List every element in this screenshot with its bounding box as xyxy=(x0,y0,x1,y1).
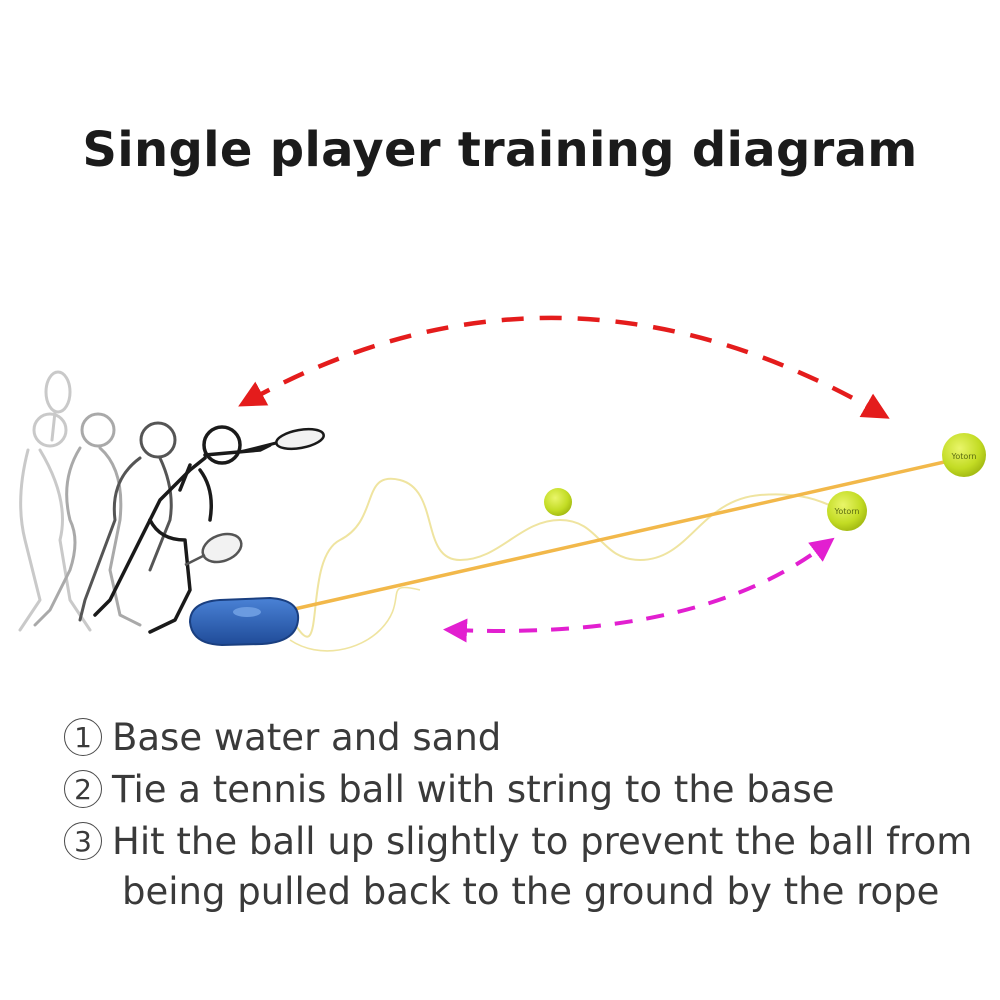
step-1-number: 1 xyxy=(64,718,102,756)
return-arrow-bottom xyxy=(443,537,835,643)
step-3-continuation: being pulled back to the ground by the r… xyxy=(122,870,940,913)
racket-ghost xyxy=(184,532,243,567)
player-ghost-2 xyxy=(33,412,142,627)
step-3-number: 3 xyxy=(64,822,102,860)
training-base xyxy=(188,596,300,647)
step-2-text: Tie a tennis ball with string to the bas… xyxy=(112,768,835,811)
step-1-text: Base water and sand xyxy=(112,716,502,759)
tennis-ball-mid: Yotorn xyxy=(827,491,867,531)
player-ghost-1 xyxy=(18,370,92,632)
svg-text:Yotorn: Yotorn xyxy=(951,452,977,461)
svg-text:Yotorn: Yotorn xyxy=(834,507,860,516)
step-3-text: Hit the ball up slightly to prevent the … xyxy=(112,820,973,863)
loose-string xyxy=(287,477,841,638)
rope xyxy=(289,456,963,612)
tennis-ball-small xyxy=(544,488,572,516)
player-ghost-3 xyxy=(78,421,177,622)
step-3: 3 Hit the ball up slightly to prevent the… xyxy=(64,820,972,863)
racket-main xyxy=(239,427,325,454)
diagram-title: Single player training diagram xyxy=(82,122,918,178)
return-arrow-top xyxy=(238,315,890,419)
step-1: 1 Base water and sand xyxy=(64,716,501,759)
step-2-number: 2 xyxy=(64,770,102,808)
step-2: 2 Tie a tennis ball with string to the ba… xyxy=(64,768,835,811)
tennis-ball-far: Yotorn xyxy=(942,433,986,477)
